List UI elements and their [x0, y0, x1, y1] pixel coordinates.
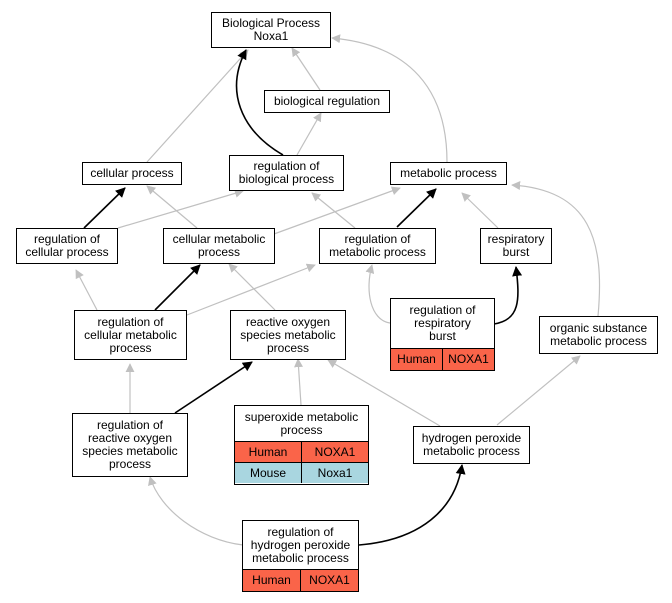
node-label-line: metabolic process: [423, 444, 520, 458]
edge-reg-metab-to-metabolic-black: [396, 188, 437, 228]
node-label-line: reactive oxygen: [87, 431, 173, 445]
gene-row-human: Human NOXA1: [235, 441, 368, 462]
node-label-line: Biological Process: [221, 16, 321, 30]
edge-h2o2-to-org-sub: [496, 355, 581, 426]
node-label-line: biological regulation: [273, 94, 381, 108]
node-label-line: metabolic process: [329, 245, 426, 259]
node-label-line: cellular process: [90, 166, 174, 180]
node-label-line: biological process: [238, 172, 335, 186]
edge-reg-bio-to-root-black: [235, 49, 284, 156]
gene-cell: NOXA1: [301, 442, 368, 462]
edge-metabolic-to-root: [331, 34, 448, 163]
edge-reg-cell-metab-to-cell-metab-black: [154, 264, 201, 311]
node-label-line: metabolic process: [252, 550, 349, 565]
edge-org-sub-to-metabolic: [511, 181, 601, 317]
node-title: superoxide metabolic process: [235, 406, 368, 441]
edge-reg-cell-proc-to-reg-bio: [117, 188, 244, 229]
node-label-line: cellular metabolic: [84, 327, 177, 342]
node-metabolic-process[interactable]: metabolic process: [390, 162, 507, 185]
edge-cell-metab-to-cellular: [146, 185, 198, 229]
edge-reg-metab-to-reg-bio: [311, 192, 356, 229]
edge-h2o2-to-ros: [327, 359, 441, 427]
node-label-line: regulation of: [344, 232, 411, 246]
node-label-line: burst: [429, 329, 456, 343]
edge-reg-cell-metab-to-reg-cell-proc: [75, 269, 98, 311]
node-label-line: hydrogen peroxide: [250, 537, 351, 552]
node-label-line: cellular metabolic: [172, 232, 266, 246]
node-label-line: process: [280, 422, 323, 437]
node-superoxide-metabolic-process[interactable]: superoxide metabolic process Human NOXA1…: [234, 405, 369, 485]
gene-row-mouse: Mouse Noxa1: [235, 462, 368, 483]
node-label-line: respiratory: [414, 316, 471, 330]
gene-cell: NOXA1: [442, 349, 494, 370]
node-label-line: metabolic process: [400, 166, 497, 180]
edge-bio-reg-to-root: [291, 47, 321, 91]
edge-cellular-process-to-root: [146, 49, 249, 163]
edge-superoxide-to-ros: [294, 358, 304, 406]
node-label-line: burst: [502, 245, 530, 259]
node-title: regulation of respiratory burst: [391, 299, 494, 348]
edge-reg-h2o2-to-reg-ros: [148, 476, 244, 546]
node-label-line: respiratory: [487, 232, 545, 246]
edge-reg-ros-to-ros-black: [174, 361, 253, 414]
node-biological-regulation[interactable]: biological regulation: [264, 90, 390, 113]
edge-reg-resp-to-resp-burst-black: [493, 266, 523, 325]
node-label-line: regulation of: [96, 418, 164, 432]
species-cell: Human: [397, 352, 436, 366]
node-regulation-of-respiratory-burst[interactable]: regulation of respiratory burst Human NO…: [390, 298, 495, 371]
gene-row-human: Human NOXA1: [243, 569, 358, 591]
edge-reg-resp-to-reg-metab: [365, 264, 391, 324]
species-cell: Mouse: [249, 465, 287, 480]
node-label-line: regulation of: [97, 314, 164, 329]
node-label-line: hydrogen peroxide: [421, 431, 522, 445]
node-label-line: process: [266, 340, 309, 355]
species-cell: Human: [252, 573, 291, 587]
node-label-line: metabolic process: [550, 334, 647, 348]
node-label-line: regulation of: [267, 524, 334, 539]
edge-reg-bio-to-bio-reg: [296, 112, 322, 156]
node-label-line: cellular process: [25, 245, 109, 259]
node-title: regulation of hydrogen peroxide metaboli…: [243, 521, 358, 569]
node-label-line: process: [108, 457, 151, 471]
gene-cell: Noxa1: [301, 463, 368, 483]
node-label-line: reactive oxygen: [245, 314, 331, 329]
species-cell: Human: [248, 444, 288, 459]
gene-cell: NOXA1: [300, 570, 358, 591]
node-label-line: superoxide metabolic: [244, 409, 359, 424]
node-label-line: organic substance: [549, 321, 648, 335]
node-label-line: regulation of: [253, 159, 320, 173]
node-label-line: process: [197, 245, 241, 259]
node-label-line: regulation of: [33, 232, 101, 246]
edge-reg-cell-proc-to-cellular-black: [83, 187, 126, 229]
node-label-line: species metabolic: [240, 327, 336, 342]
node-label-line: process: [109, 340, 152, 355]
edge-resp-burst-to-metabolic: [461, 192, 499, 229]
edge-cell-metab-to-metabolic: [273, 186, 401, 235]
node-label-line: regulation of: [409, 303, 476, 317]
gene-row-human: Human NOXA1: [391, 348, 494, 370]
edge-reg-h2o2-to-h2o2-black: [358, 464, 466, 546]
node-label-line: species metabolic: [82, 444, 178, 458]
node-label-line: Noxa1: [253, 29, 289, 43]
edge-ros-to-cell-metab: [228, 263, 276, 311]
node-cellular-process[interactable]: cellular process: [82, 162, 182, 185]
node-regulation-of-hydrogen-peroxide-metabolic-process[interactable]: regulation of hydrogen peroxide metaboli…: [242, 520, 359, 592]
edge-reg-cell-metab-to-reg-metab: [186, 263, 316, 316]
